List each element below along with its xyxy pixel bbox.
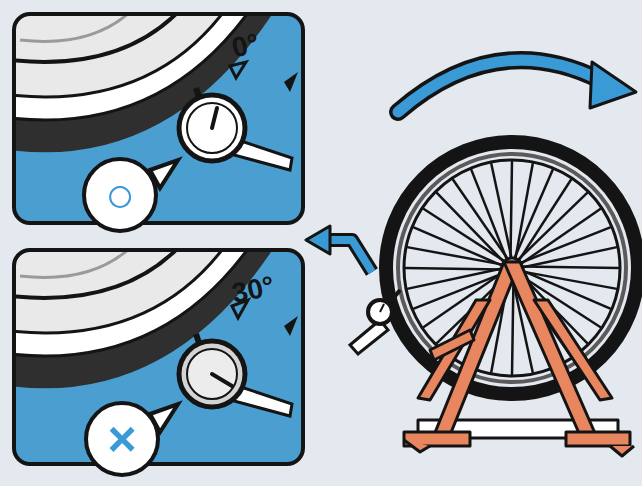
spoke	[511, 161, 512, 258]
result-mark: ×	[107, 414, 136, 464]
result-bubble: ×	[84, 401, 160, 477]
spoke	[522, 267, 619, 268]
spoke	[405, 268, 502, 269]
rotation-arrow	[398, 60, 636, 112]
pointer-arrow	[306, 226, 372, 272]
result-mark: ○	[105, 170, 135, 220]
dial-gauge	[350, 290, 400, 354]
spoke	[407, 268, 502, 288]
angle-label: 0°	[229, 28, 262, 65]
spoke	[491, 163, 511, 258]
detail-panel: ○ 0°	[12, 12, 305, 225]
truing-stand	[404, 262, 634, 456]
spoke	[512, 278, 513, 375]
result-bubble: ○	[82, 157, 158, 233]
spoke	[522, 247, 617, 267]
angle-label: 30°	[229, 270, 277, 310]
detail-panel: × 30°	[12, 248, 305, 466]
